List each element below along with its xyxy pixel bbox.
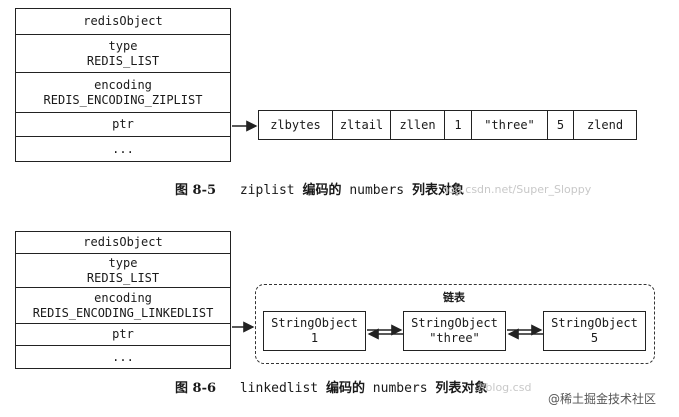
caption-code: ziplist	[239, 183, 295, 198]
encoding-cell: encoding REDIS_ENCODING_LINKEDLIST	[16, 288, 230, 324]
node-title: StringObject	[551, 316, 638, 330]
more-ellipsis: ...	[112, 349, 134, 364]
encoding-label: encoding	[94, 290, 152, 305]
linkedlist-node-3: StringObject 5	[543, 311, 646, 351]
watermark: log.csdn.net/Super_Sloppy	[445, 183, 592, 196]
node-value: 5	[590, 331, 599, 345]
ziplist-zllen: zllen	[391, 111, 445, 139]
ziplist-entry-three: "three"	[472, 111, 548, 139]
redisobject-title-cell: redisObject	[16, 9, 230, 35]
node-title: StringObject	[271, 316, 358, 330]
redisobject-title: redisObject	[83, 235, 163, 249]
type-value: REDIS_LIST	[86, 270, 160, 285]
redisobject-title-cell: redisObject	[16, 232, 230, 254]
linkedlist-label: 链表	[443, 291, 465, 304]
more-cell: ...	[16, 137, 230, 161]
ptr-label: ptr	[112, 327, 134, 341]
redisobject-linkedlist: redisObject type REDIS_LIST encoding RED…	[15, 231, 231, 369]
ptr-cell: ptr	[16, 113, 230, 137]
caption-text: 编码的	[302, 183, 342, 198]
linkedlist-node-2: StringObject "three"	[403, 311, 506, 351]
node-value: "three"	[429, 331, 480, 345]
ziplist-zltail: zltail	[333, 111, 391, 139]
encoding-value: REDIS_ENCODING_ZIPLIST	[43, 92, 203, 107]
caption-code: linkedlist	[239, 381, 319, 396]
ziplist: zlbytes zltail zllen 1 "three" 5 zlend	[258, 110, 637, 140]
caption-text: 编码的	[325, 381, 365, 396]
more-cell: ...	[16, 346, 230, 368]
ziplist-entry-5: 5	[548, 111, 574, 139]
encoding-cell: encoding REDIS_ENCODING_ZIPLIST	[16, 73, 230, 113]
caption-number: 图 8-6	[175, 381, 217, 396]
node-title: StringObject	[411, 316, 498, 330]
redisobject-ziplist: redisObject type REDIS_LIST encoding RED…	[15, 8, 231, 162]
encoding-label: encoding	[94, 77, 152, 92]
more-ellipsis: ...	[112, 141, 134, 156]
type-cell: type REDIS_LIST	[16, 254, 230, 288]
caption-code2: numbers	[372, 381, 428, 396]
node-value: 1	[310, 331, 319, 345]
linkedlist-container	[255, 284, 655, 364]
type-label: type	[108, 255, 138, 270]
redisobject-title: redisObject	[83, 14, 163, 28]
linkedlist-node-1: StringObject 1	[263, 311, 366, 351]
source-badge: @稀土掘金技术社区	[548, 392, 657, 406]
caption-number: 图 8-5	[175, 183, 217, 198]
encoding-value: REDIS_ENCODING_LINKEDLIST	[32, 305, 214, 320]
caption-fig-8-5: 图 8-5 ziplist 编码的 numbers 列表对象	[175, 179, 464, 198]
ziplist-entry-1: 1	[445, 111, 472, 139]
caption-text2: 列表对象	[435, 381, 488, 396]
type-label: type	[108, 38, 138, 53]
caption-code2: numbers	[349, 183, 405, 198]
ziplist-zlbytes: zlbytes	[259, 111, 333, 139]
watermark: //blog.csd	[478, 381, 532, 394]
caption-fig-8-6: 图 8-6 linkedlist 编码的 numbers 列表对象	[175, 377, 487, 396]
caption-text2: 列表对象	[411, 183, 464, 198]
ziplist-zlend: zlend	[586, 118, 624, 132]
ptr-cell: ptr	[16, 324, 230, 346]
type-value: REDIS_LIST	[86, 53, 160, 68]
type-cell: type REDIS_LIST	[16, 35, 230, 73]
ptr-label: ptr	[112, 117, 134, 131]
